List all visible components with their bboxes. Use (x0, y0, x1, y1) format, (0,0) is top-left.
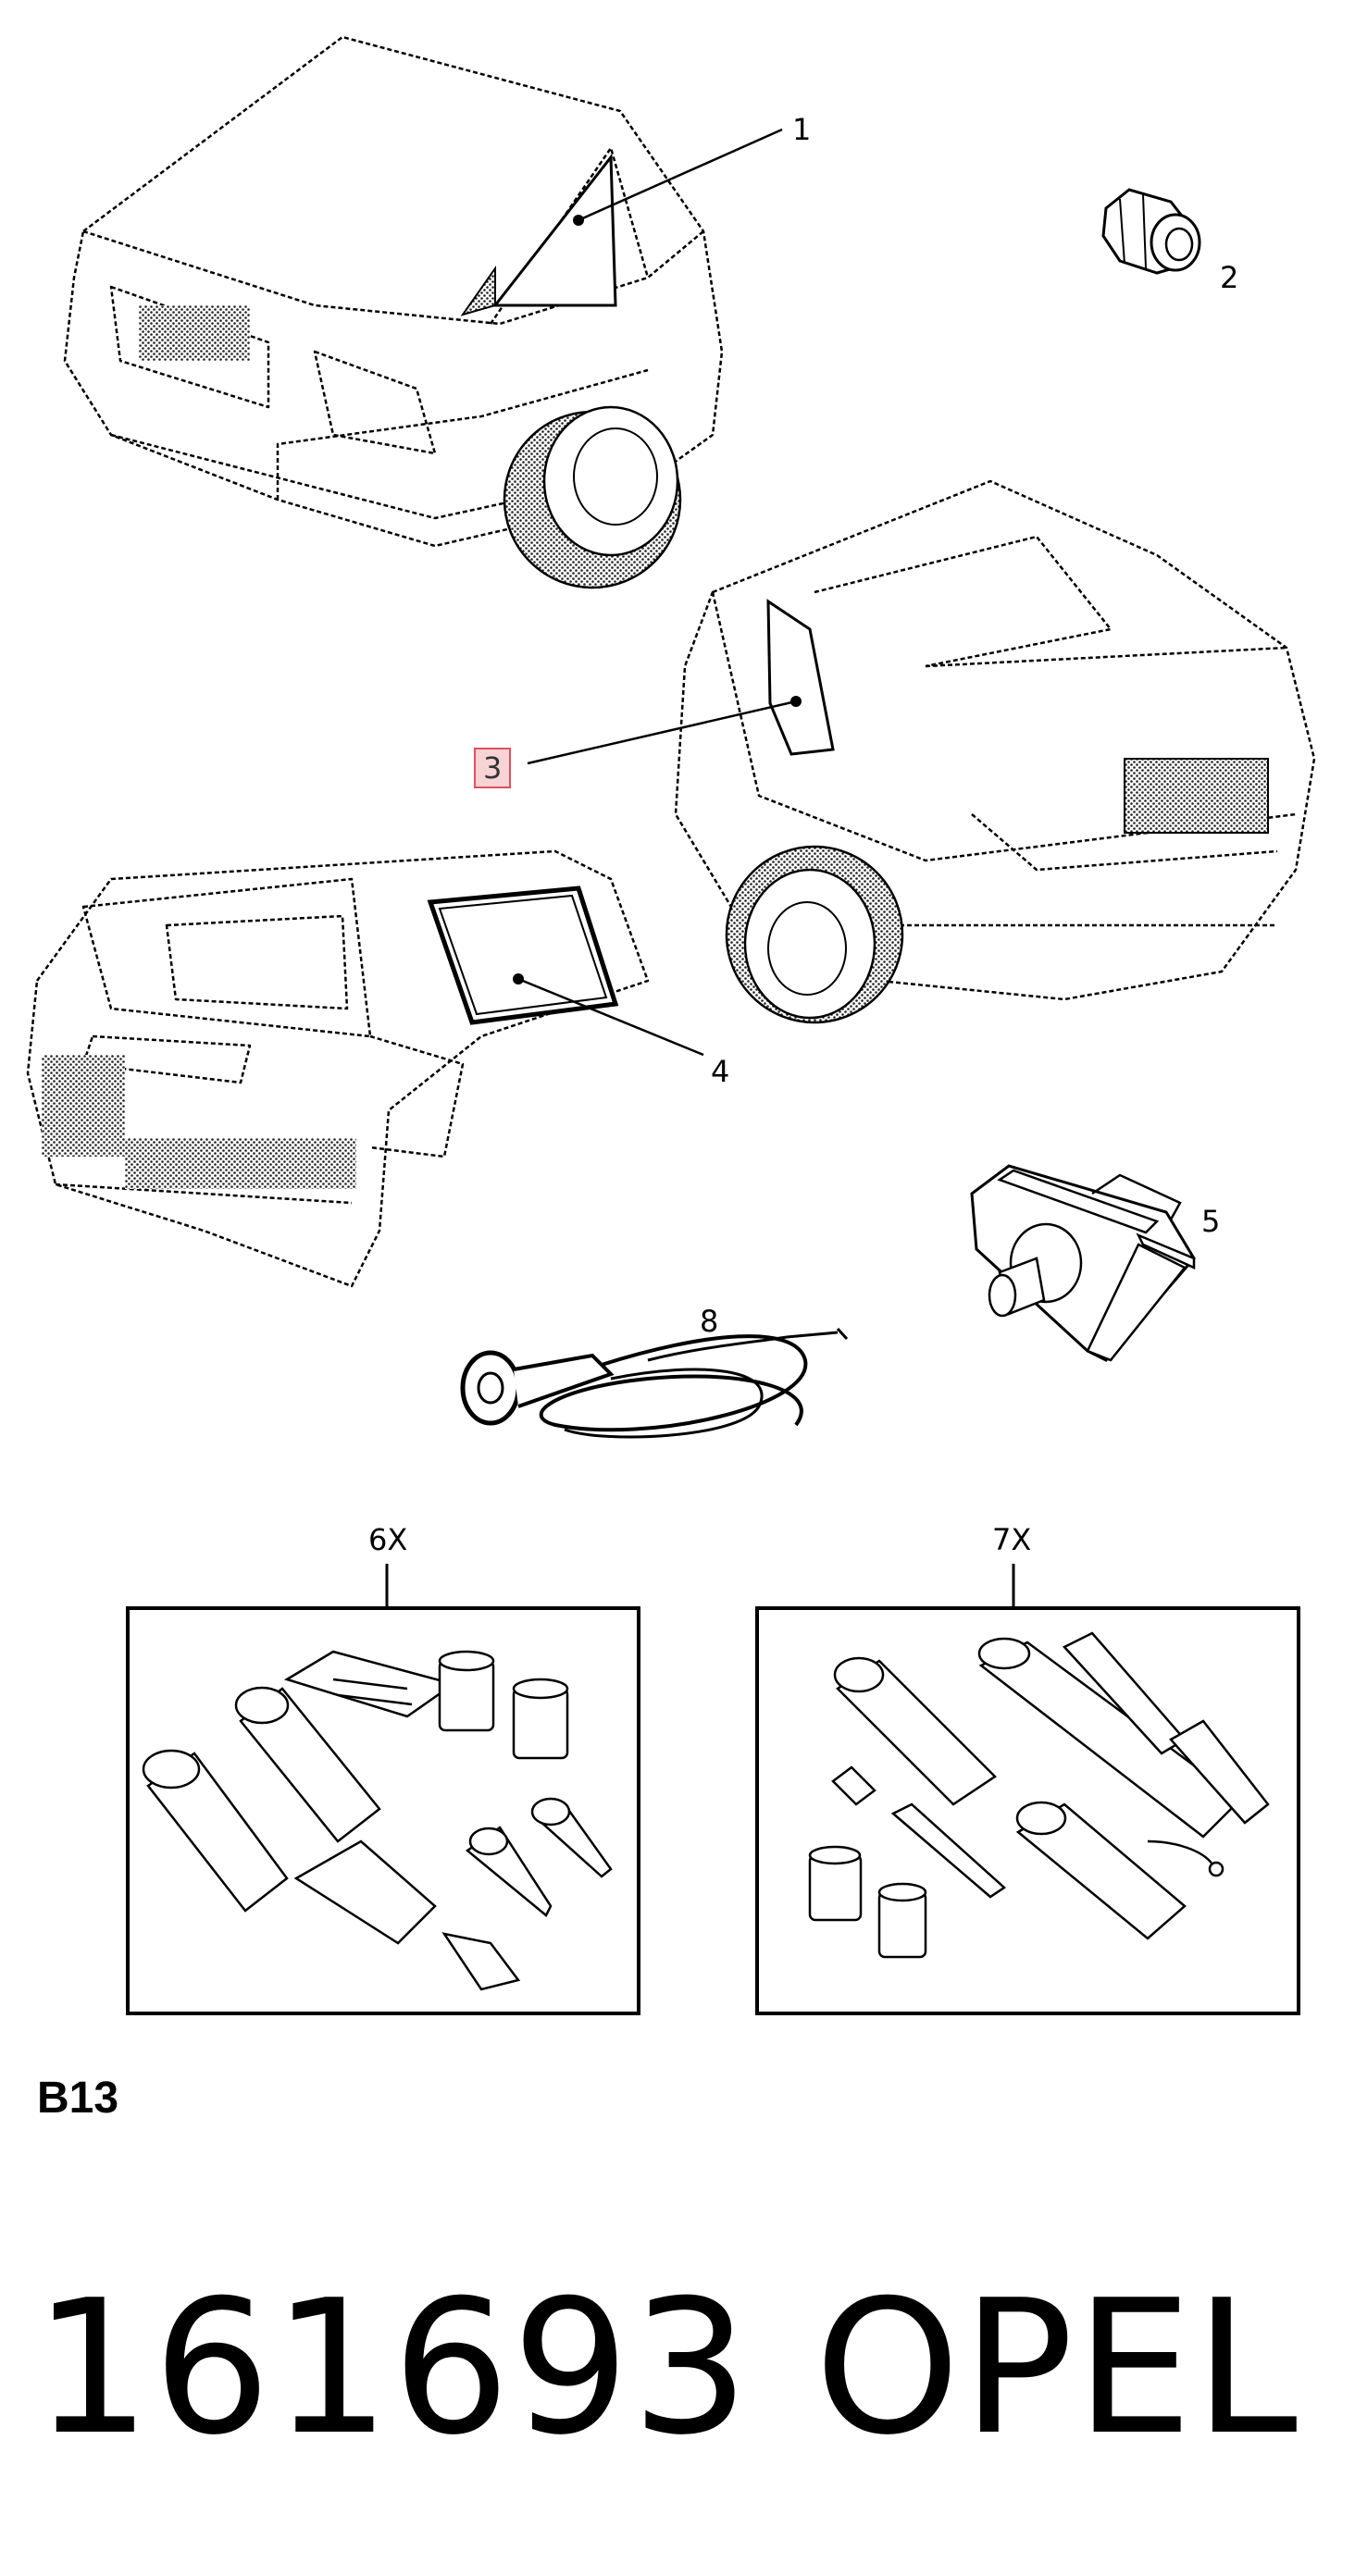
sedan-quarter-window (766, 599, 835, 756)
callout-7x: 7X (992, 1522, 1032, 1557)
window-clip-icon (970, 1164, 1196, 1362)
sedan-plate-shading (1124, 758, 1269, 834)
sedan-car-illustration (674, 479, 1316, 1001)
leader-line-3 (527, 700, 797, 765)
part-number: 161693 (33, 2260, 752, 2476)
wheel-nut-icon (1101, 188, 1201, 275)
callout-6x: 6X (368, 1522, 408, 1557)
estate-bumper-shading (125, 1138, 356, 1189)
kit-7-illustration (808, 1631, 1270, 1959)
hatchback-plate-shading (139, 305, 250, 361)
estate-side-window (427, 886, 619, 1025)
callout-4: 4 (711, 1054, 730, 1089)
hatchback-quarter-window (460, 153, 617, 316)
callout-2: 2 (1220, 260, 1239, 295)
estate-bumper-shading-left (42, 1055, 125, 1157)
leader-line-1 (578, 128, 783, 222)
cable-harness-icon (460, 1327, 849, 1439)
callout-5: 5 (1201, 1204, 1221, 1239)
hatchback-wheel (503, 405, 682, 589)
callout-1: 1 (792, 112, 812, 147)
callout-3-highlighted: 3 (474, 748, 512, 788)
kit-6-illustration (142, 1650, 613, 1991)
sedan-wheel (725, 845, 904, 1024)
brand-name: OPEL (814, 2260, 1299, 2476)
leader-line-4 (517, 977, 704, 1057)
section-code: B13 (37, 2074, 119, 2123)
callout-8: 8 (700, 1304, 719, 1339)
